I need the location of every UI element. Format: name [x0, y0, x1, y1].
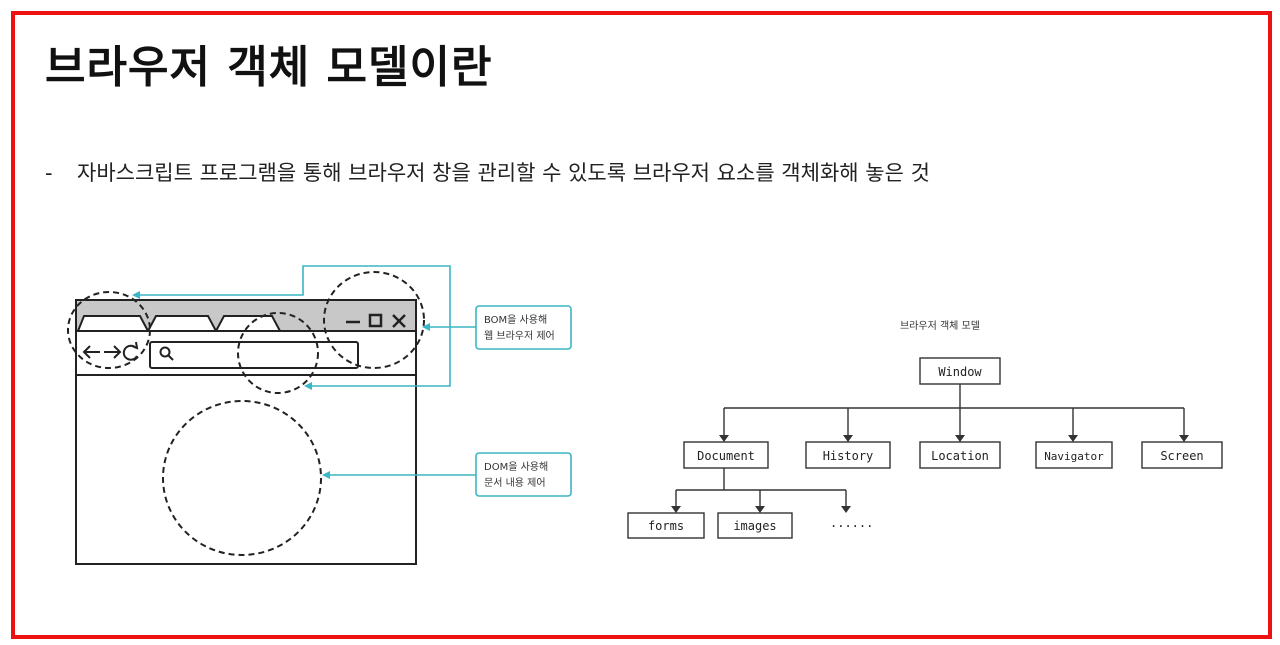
- tree-node-history-label: History: [823, 449, 874, 463]
- bom-callout-line-2: 웹 브라우저 제어: [484, 330, 555, 342]
- tree-node-window: Window: [919, 357, 1001, 385]
- refresh-icon: [122, 341, 139, 361]
- tree-node-document: Document: [683, 441, 769, 469]
- tree-node-forms: forms: [627, 512, 705, 539]
- tree-node-location: Location: [919, 441, 1001, 469]
- bullet-line: -자바스크립트 프로그램을 통해 브라우저 창을 관리할 수 있도록 브라우저 …: [45, 158, 930, 188]
- bom-arrow-head-1: [132, 291, 140, 299]
- tree-node-history: History: [805, 441, 891, 469]
- browser-tab-1: [76, 315, 150, 332]
- tree-node-location-label: Location: [931, 449, 989, 463]
- tree-arrow-heads: [671, 435, 1189, 513]
- highlight-tabs-nav: [67, 291, 151, 369]
- slide-title: 브라우저 객체 모델이란: [45, 42, 493, 93]
- tree-node-document-label: Document: [697, 449, 755, 463]
- tree-node-ellipsis: ......: [830, 516, 873, 530]
- browser-tab-3: [214, 315, 282, 332]
- dom-arrow-head: [322, 471, 330, 479]
- bom-callout-line-1: BOM을 사용해: [484, 313, 547, 326]
- bom-callout-lines: [140, 265, 476, 387]
- search-icon: [159, 346, 174, 361]
- bom-arrow-head-2: [422, 323, 430, 331]
- tree-node-screen-label: Screen: [1160, 449, 1203, 463]
- tree-title: 브라우저 객체 모델: [900, 320, 980, 332]
- maximize-icon: [368, 313, 383, 328]
- dom-callout-line-1: DOM을 사용해: [484, 460, 548, 473]
- tree-node-window-label: Window: [938, 365, 982, 379]
- bom-callout-box: [475, 305, 572, 350]
- tree-node-navigator: Navigator: [1035, 441, 1113, 469]
- highlight-document-area: [162, 400, 322, 556]
- address-bar: [149, 341, 359, 369]
- tree-node-images: images: [717, 512, 793, 539]
- highlight-address-bar: [237, 312, 319, 394]
- forward-arrow-icon: [104, 345, 122, 359]
- tree-node-navigator-label: Navigator: [1044, 450, 1104, 463]
- tree-node-images-label: images: [733, 519, 776, 533]
- back-arrow-icon: [82, 345, 100, 359]
- bullet-marker: -: [45, 161, 53, 185]
- tree-node-forms-label: forms: [648, 519, 684, 533]
- bullet-text: 자바스크립트 프로그램을 통해 브라우저 창을 관리할 수 있도록 브라우저 요…: [77, 161, 930, 185]
- highlight-window-controls: [323, 271, 425, 369]
- browser-tab-2: [146, 315, 218, 332]
- browser-window-outline: [75, 299, 417, 565]
- tree-node-screen: Screen: [1141, 441, 1223, 469]
- tree-connectors: [675, 384, 1185, 507]
- dom-callout-box: [475, 452, 572, 497]
- dom-callout-line-2: 문서 내용 제어: [484, 477, 546, 489]
- slide-frame: [11, 11, 1272, 639]
- bom-arrow-head-3: [304, 382, 312, 390]
- close-icon: [392, 314, 406, 328]
